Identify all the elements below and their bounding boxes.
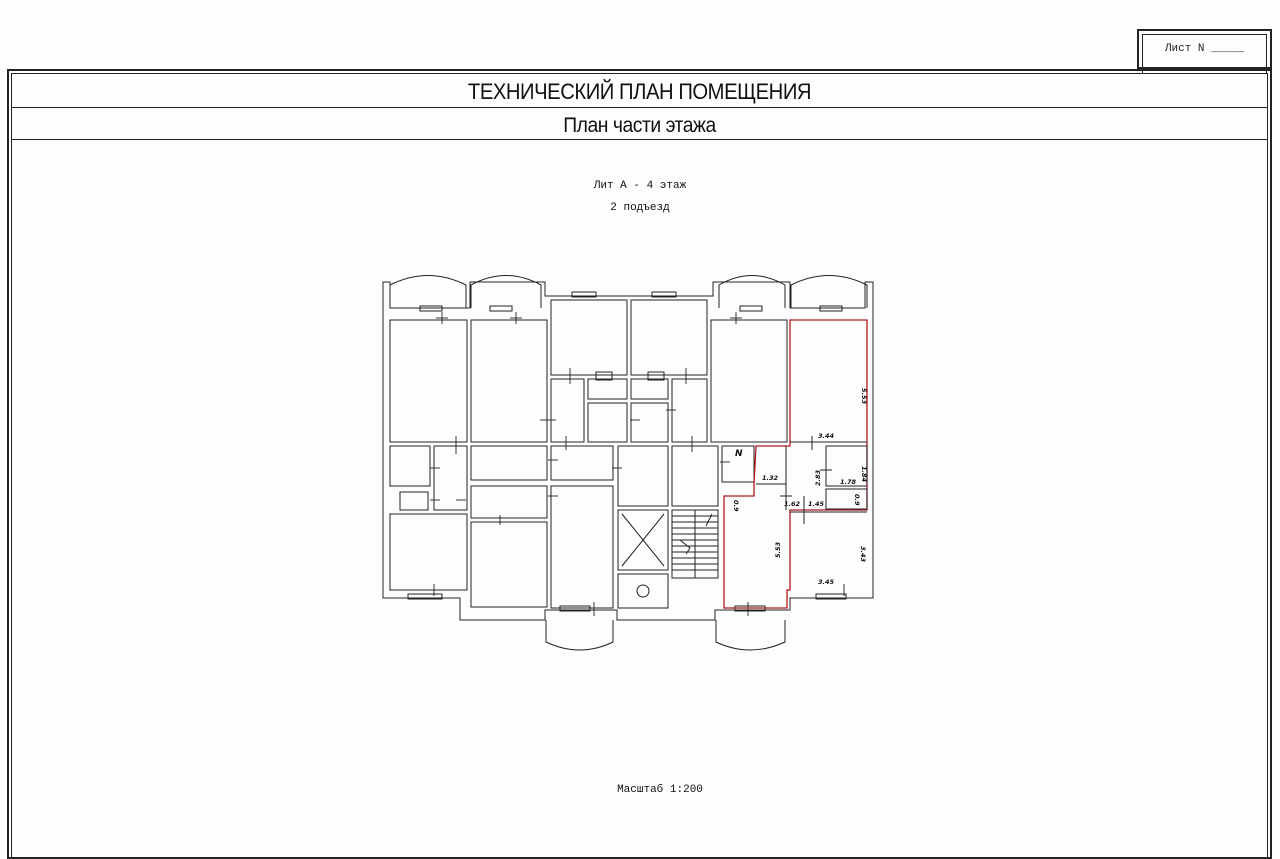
dim-top-room-width: 3.44 (818, 432, 835, 440)
subtitle-divider (11, 139, 1268, 140)
dim-bottom-room-height: 3.43 (859, 546, 867, 563)
dim-hall-width: 1.32 (762, 474, 779, 482)
dim-wc-height: 0.9 (853, 494, 861, 506)
dim-bath-width: 1.78 (840, 478, 857, 486)
dim-top-room-height: 5.53 (860, 388, 868, 405)
dim-bottom-room-width: 3.45 (818, 578, 835, 586)
stair-steps (672, 510, 718, 578)
dim-corridor-height: 2.83 (814, 469, 822, 486)
drawing-frame: ТЕХНИЧЕСКИЙ ПЛАН ПОМЕЩЕНИЯ План части эт… (7, 69, 1272, 859)
apartment-inner-walls (756, 436, 868, 524)
dim-door-gap: 0.9 (732, 500, 740, 512)
plan-walls (382, 275, 874, 651)
north-mark: N (735, 449, 743, 459)
dim-left-room-height: 5.53 (774, 541, 782, 558)
floor-caption: Лит А - 4 этаж (593, 180, 687, 192)
title-divider (11, 107, 1268, 108)
document-title: ТЕХНИЧЕСКИЙ ПЛАН ПОМЕЩЕНИЯ (467, 79, 812, 104)
dim-wc-width: 1.45 (808, 500, 825, 508)
plan-subtitle: План части этажа (563, 114, 716, 137)
dim-bath-height: 1.84 (860, 466, 868, 483)
apartment-outline (723, 319, 868, 609)
entrance-caption: 2 подъезд (610, 202, 670, 214)
scale-caption: Масштаб 1:200 (617, 784, 703, 796)
sheet-number-box: Лист N _____ (1137, 29, 1272, 73)
dim-corridor-width: 1.62 (784, 500, 801, 508)
